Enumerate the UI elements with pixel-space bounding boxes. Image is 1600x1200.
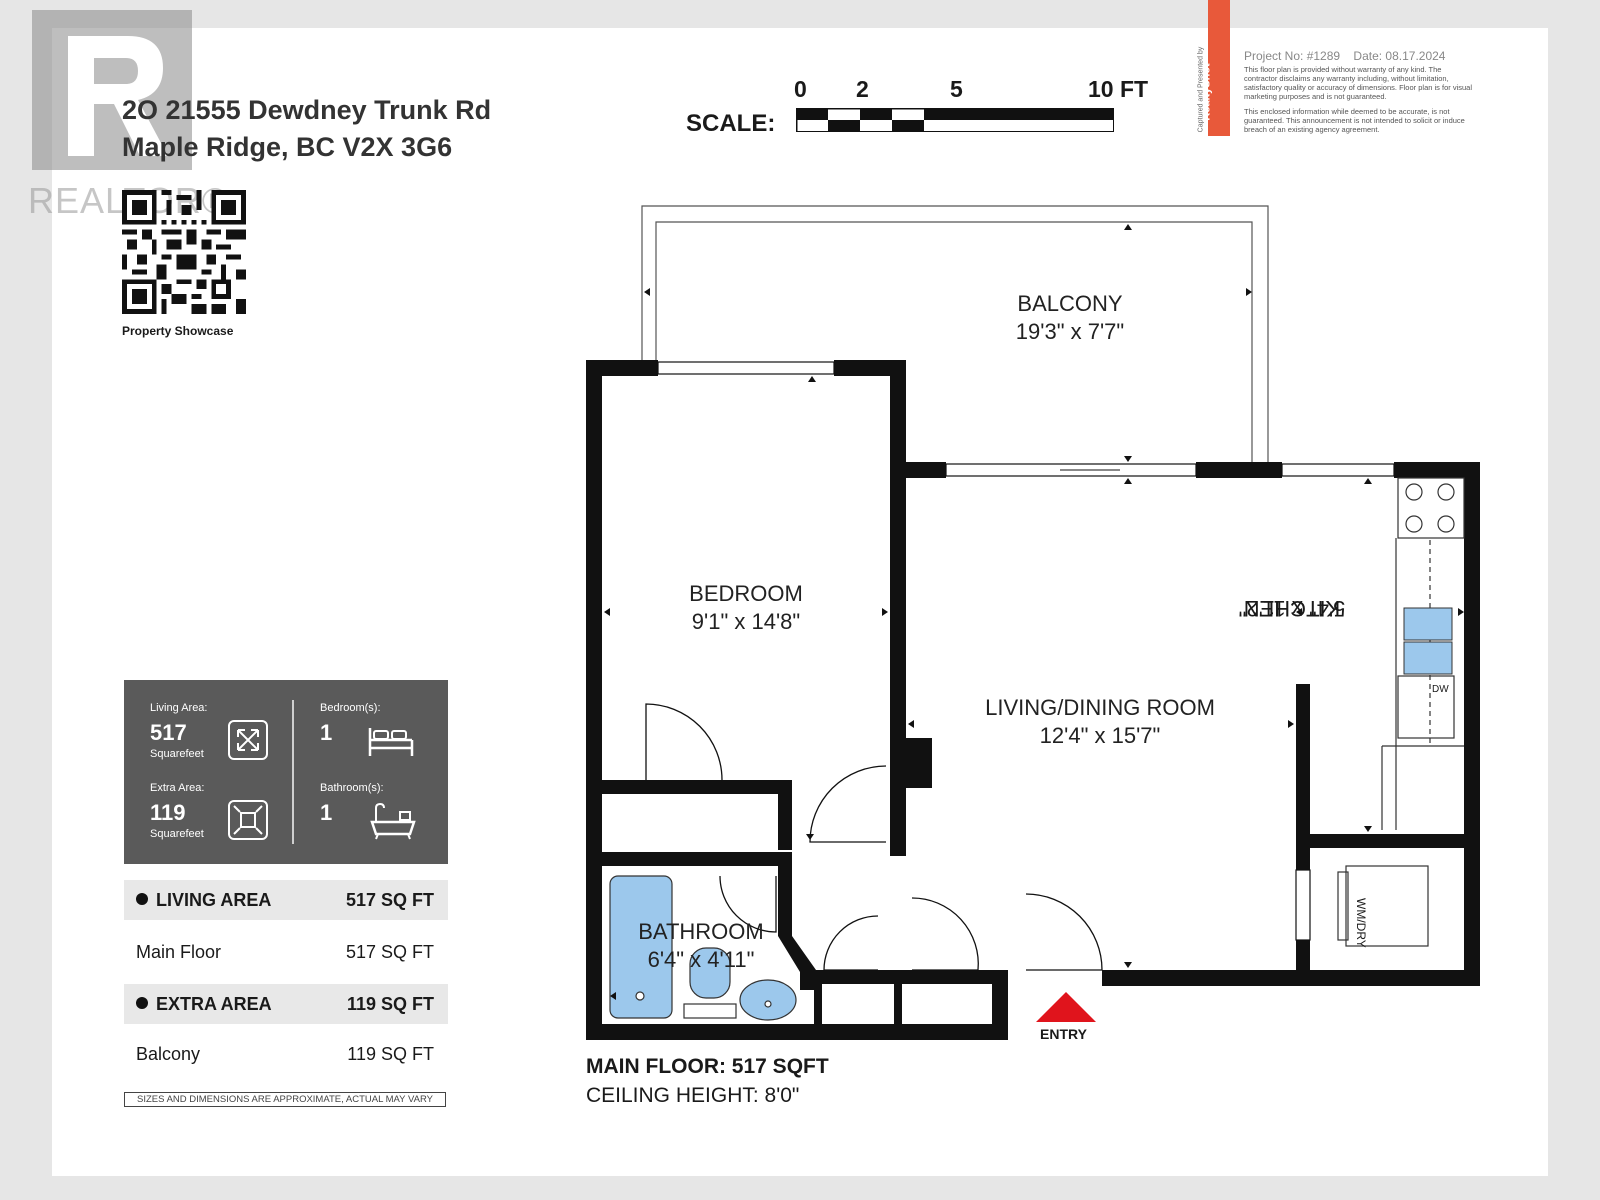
entry-label: ENTRY xyxy=(1040,1026,1087,1042)
doors xyxy=(645,703,1103,971)
qr-caption: Property Showcase xyxy=(122,324,234,338)
realtor-logo-icon xyxy=(32,10,192,170)
dimension-markers xyxy=(604,224,1464,1000)
disclaimer-text-2: This enclosed information while deemed t… xyxy=(1244,107,1465,134)
address-line-2: Maple Ridge, BC V2X 3G6 xyxy=(122,132,453,162)
washer-dryer-fixture xyxy=(1337,865,1429,947)
bed-icon xyxy=(368,728,414,756)
bullet-icon xyxy=(136,893,148,905)
scale-tick-2: 2 xyxy=(856,76,869,102)
dishwasher-label: DW xyxy=(1432,684,1449,695)
scale-label: SCALE: xyxy=(686,110,776,137)
project-date: Date: 08.17.2024 xyxy=(1353,49,1446,63)
address-line-1: 2O 21555 Dewdney Trunk Rd xyxy=(122,95,492,125)
bathroom-fixtures xyxy=(609,875,797,1021)
qr-code[interactable] xyxy=(122,190,246,314)
realtor-watermark: REALTOR® xyxy=(28,6,228,221)
room-bedroom: BEDROOM 9'1" x 14'8" xyxy=(689,581,803,634)
room-living-dining: LIVING/DINING ROOM 12'4" x 15'7" xyxy=(985,695,1215,748)
room-balcony: BALCONY 19'3" x 7'7" xyxy=(1015,291,1125,344)
entry-arrow-icon xyxy=(1036,992,1096,1022)
scale-tick-10: 10 FT xyxy=(1088,76,1149,102)
property-address: 2O 21555 Dewdney Trunk Rd Maple Ridge, B… xyxy=(122,92,491,166)
bullet-icon xyxy=(136,997,148,1009)
washer-dryer-label: WM/DRY xyxy=(1354,898,1368,948)
floor-summary: MAIN FLOOR: 517 SQFT CEILING HEIGHT: 8'0… xyxy=(586,1052,829,1110)
room-kitchen: KITCHEN 5'4" x 11'2" xyxy=(1238,596,1346,621)
ceiling-height: CEILING HEIGHT: 8'0" xyxy=(586,1084,800,1107)
stat-living-area: Living Area: 517 Squarefeet xyxy=(146,702,286,782)
windows xyxy=(657,361,1395,941)
room-bathroom: BATHROOM 6'4" x 4'11" xyxy=(638,919,764,972)
stat-extra-area: Extra Area: 119 Squarefeet xyxy=(146,782,286,862)
main-floor-area: MAIN FLOOR: 517 SQFT xyxy=(586,1055,829,1078)
scale-legend: SCALE: 0 2 5 10 FT xyxy=(686,74,1156,144)
kitchen-fixtures xyxy=(1381,477,1465,830)
area-row-main-floor: Main Floor 517 SQ FT xyxy=(136,942,434,962)
bathtub-icon xyxy=(370,802,416,840)
expand-arrows-icon xyxy=(228,720,268,760)
disclaimer-text-1: This floor plan is provided without warr… xyxy=(1244,65,1473,101)
walls xyxy=(586,360,1480,1040)
scale-tick-5: 5 xyxy=(950,76,963,102)
area-row-extra-head: EXTRA AREA 119 SQ FT xyxy=(124,984,448,1024)
stat-bedrooms: Bedroom(s): 1 xyxy=(316,702,456,782)
scale-tick-0: 0 xyxy=(794,76,807,102)
area-row-balcony: Balcony 119 SQ FT xyxy=(136,1044,434,1064)
disclaimer: Project No: #1289 Date: 08.17.2024 This … xyxy=(1244,49,1476,140)
balcony-outline xyxy=(641,205,1269,464)
scale-bar xyxy=(796,108,1114,132)
project-number: Project No: #1289 xyxy=(1244,49,1341,63)
project-info: Project No: #1289 Date: 08.17.2024 xyxy=(1244,49,1476,63)
stats-divider xyxy=(292,700,294,844)
kitchen-sink xyxy=(1403,607,1453,675)
approximate-note: SIZES AND DIMENSIONS ARE APPROXIMATE, AC… xyxy=(124,1092,446,1107)
compress-arrows-icon xyxy=(228,800,268,840)
area-row-living-head: LIVING AREA 517 SQ FT xyxy=(124,880,448,920)
brand-strip xyxy=(1208,0,1230,136)
stats-panel: Living Area: 517 Squarefeet Extra Area: … xyxy=(124,680,448,864)
stat-bathrooms: Bathroom(s): 1 xyxy=(316,782,456,862)
